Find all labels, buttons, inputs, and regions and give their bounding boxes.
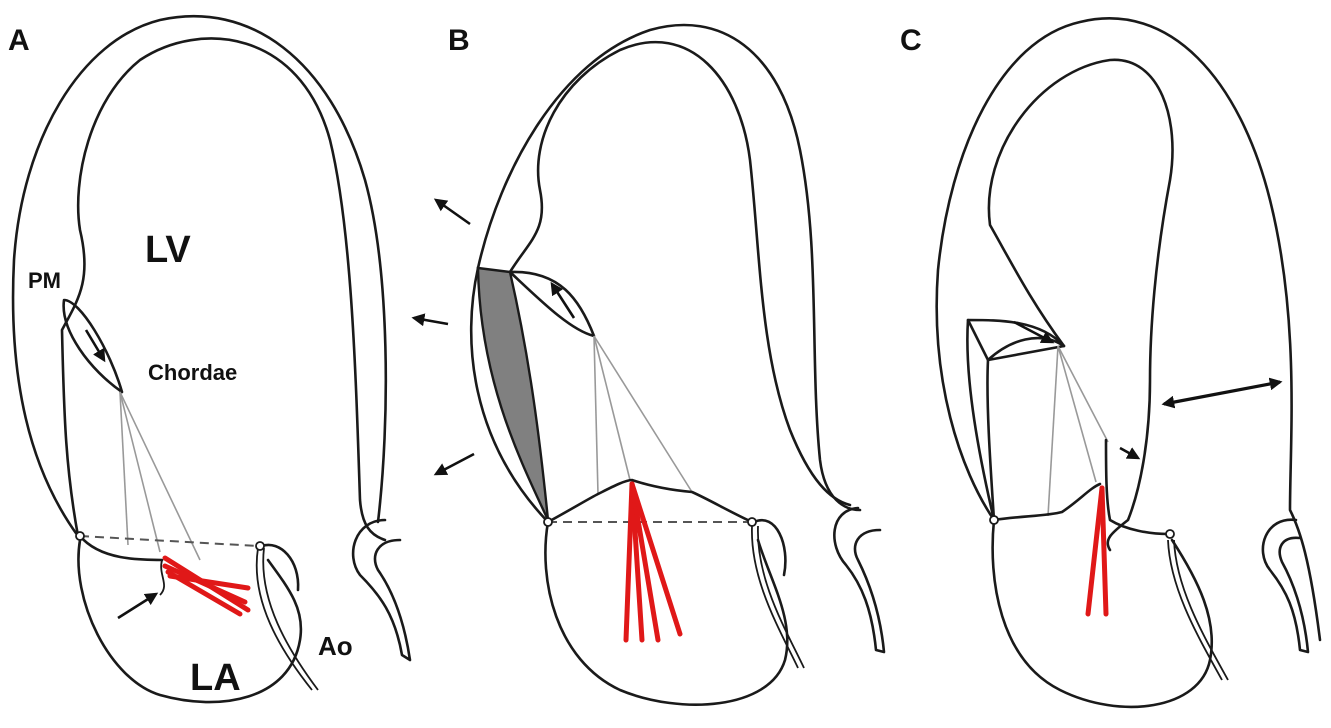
leaflet-outline-b [548,480,752,522]
annulus-node-b2 [748,518,756,526]
chordae-a [120,392,200,560]
panel-label-c: C [900,24,922,57]
arrow-icon [1120,448,1138,458]
annulus-node-a2 [256,542,264,550]
aortic-valve-a [262,545,298,590]
pm-label: PM [28,268,61,293]
lv-inner-wall-b [510,42,850,505]
aortic-root-b [834,508,884,652]
annulus-node-c2 [1166,530,1174,538]
leaflet-outline-c [994,440,1168,534]
panel-c: C [900,18,1320,707]
panel-label-b: B [448,24,470,57]
lv-inner-wall-c [987,60,1172,550]
lv-label-a: LV [145,229,191,271]
arrow-icon [436,200,470,224]
lv-inner-wall-a [62,39,385,540]
ao-label: Ao [318,631,353,661]
pm-base-c [967,320,994,520]
aortic-wall-c [1168,540,1228,680]
aortic-root-a [353,520,410,660]
panel-b: B [414,24,884,705]
annulus-node-a1 [76,532,84,540]
leaflets-a [165,558,248,614]
chordae-label: Chordae [148,360,237,385]
leaflets-b [626,484,680,640]
left-atrium-b [545,522,787,705]
la-label: LA [190,657,241,699]
panel-a: A LV PM [8,16,410,702]
papillary-muscle-b [510,272,594,336]
arrow-icon [436,454,474,474]
annulus-line-a [80,536,258,546]
arrow-icon [414,318,448,324]
chordae-b [594,336,692,494]
chordae-c [1048,346,1108,516]
panel-label-a: A [8,24,30,57]
double-arrow-icon [1164,382,1280,404]
annulus-node-c1 [990,516,998,524]
arrow-icon [86,330,104,360]
lv-outer-wall-a [13,16,386,536]
leaflets-c [1088,488,1106,614]
arrow-icon [118,594,156,618]
papillary-muscle-a [64,300,122,392]
infarct-region-b [478,268,548,520]
annulus-node-b1 [544,518,552,526]
